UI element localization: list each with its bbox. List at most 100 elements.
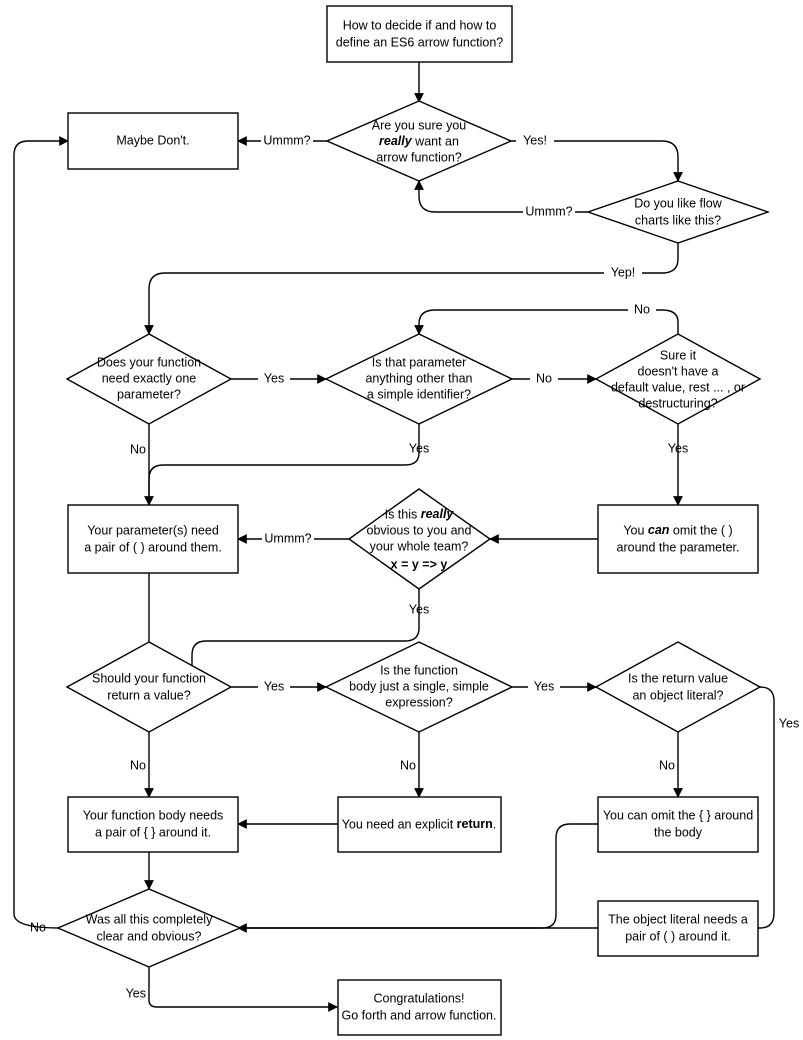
node-exactly-one-param[interactable]: Does your function need exactly one para… (65, 333, 233, 425)
node-should-return[interactable]: Should your function return a value? (65, 641, 233, 733)
edge-like-flowcharts-to-sure-want (414, 180, 588, 213)
node-omit-braces-line-0: You can omit the { } around (603, 808, 753, 822)
edge-label-exactly-one-no: No (130, 442, 146, 456)
label-bg-5 (258, 371, 290, 387)
node-object-literal[interactable]: Is the return value an object literal? (594, 641, 762, 733)
edge-label-clear-yes: Yes (126, 986, 146, 1000)
node-really-obvious-line-0: Is this really (385, 507, 455, 521)
edge-omit-braces-to-clear-and-obvious (237, 823, 598, 933)
node-like-flowcharts-line-0: Do you like flow (634, 196, 723, 210)
node-really-obvious[interactable]: Is this really obvious to you and your w… (347, 488, 492, 590)
node-maybe-dont-label: Maybe Don't. (116, 133, 189, 147)
node-really-obvious-line-1: obvious to you and (367, 523, 472, 537)
node-congratulations[interactable]: Congratulations! Go forth and arrow func… (337, 979, 502, 1036)
node-should-return-shape[interactable] (65, 641, 233, 733)
node-params-need-parens-shape[interactable] (67, 504, 239, 574)
node-single-expression-line-2: expression? (385, 695, 452, 709)
edge-label-simple-identifier-no: No (536, 371, 552, 385)
node-params-need-parens-line-0: Your parameter(s) need (87, 523, 219, 537)
node-body-needs-braces-line-0: Your function body needs (83, 808, 224, 822)
node-start-line-0: How to decide if and how to (343, 18, 497, 32)
edge-label-object-literal-yes: Yes (779, 716, 799, 730)
label-bg-4 (604, 265, 642, 281)
node-simple-identifier[interactable]: Is that parameter anything other than a … (324, 333, 514, 425)
label-bg-8 (262, 531, 314, 547)
node-sure-no-default-line-2: default value, rest ... , or (611, 380, 745, 394)
edge-layer (13, 62, 775, 1012)
node-object-literal-line-0: Is the return value (628, 671, 728, 685)
node-like-flowcharts[interactable]: Do you like flow charts like this? (585, 180, 771, 244)
node-object-literal-shape[interactable] (594, 641, 762, 733)
node-like-flowcharts-line-1: charts like this? (635, 213, 721, 227)
edge-label-really-obvious-yes: Yes (409, 602, 429, 616)
node-omit-braces-line-1: the body (654, 825, 703, 839)
edge-label-sure-want-no: Ummm? (263, 133, 310, 147)
label-bg-3 (523, 204, 575, 220)
node-single-expression-shape[interactable] (324, 641, 514, 733)
node-clear-and-obvious-line-1: clear and obvious? (97, 929, 202, 943)
node-sure-want-shape[interactable] (325, 100, 513, 182)
node-body-needs-braces[interactable]: Your function body needs a pair of { } a… (67, 796, 239, 853)
edge-label-flowcharts-no: Ummm? (525, 204, 572, 218)
node-start[interactable]: How to decide if and how to define an ES… (326, 5, 513, 63)
edge-label-simple-identifier-yes: Yes (409, 441, 429, 455)
node-sure-no-default-line-1: doesn't have a (638, 364, 719, 378)
node-clear-and-obvious-shape[interactable] (56, 888, 242, 968)
node-sure-no-default[interactable]: Sure it doesn't have a default value, re… (594, 333, 762, 425)
node-simple-identifier-line-2: a simple identifier? (367, 387, 471, 401)
node-params-need-parens[interactable]: Your parameter(s) need a pair of ( ) aro… (67, 504, 239, 574)
node-body-needs-braces-line-1: a pair of { } around it. (95, 825, 211, 839)
node-really-obvious-shape[interactable] (347, 488, 492, 590)
node-simple-identifier-shape[interactable] (324, 333, 514, 425)
node-explicit-return-label: You need an explicit return. (342, 817, 497, 831)
node-sure-want-line-2: arrow function? (376, 150, 462, 164)
edge-like-flowcharts-to-exactly-one-param (144, 243, 679, 335)
node-exactly-one-param-shape[interactable] (65, 333, 233, 425)
edge-clear-and-obvious-to-congratulations (148, 967, 338, 1012)
edge-label-exactly-one-yes: Yes (264, 371, 284, 385)
edge-label-flowcharts-yes: Yep! (611, 265, 636, 279)
node-params-need-parens-line-1: a pair of ( ) around them. (84, 540, 222, 554)
edge-label-should-return-no: No (130, 758, 146, 772)
node-object-needs-parens-shape[interactable] (597, 900, 759, 957)
edge-label-sure-no-default-no: No (634, 302, 650, 316)
node-simple-identifier-line-0: Is that parameter (372, 355, 467, 369)
node-start-shape[interactable] (326, 5, 513, 63)
node-object-literal-line-1: an object literal? (632, 688, 723, 702)
node-clear-and-obvious[interactable]: Was all this completely clear and obviou… (56, 888, 242, 968)
node-congratulations-line-1: Go forth and arrow function. (342, 1008, 497, 1022)
node-like-flowcharts-shape[interactable] (585, 180, 771, 244)
edge-simple-identifier-to-params-need-parens (148, 424, 420, 505)
node-sure-want[interactable]: Are you sure you really want an arrow fu… (325, 100, 513, 182)
node-omit-braces-shape[interactable] (597, 796, 759, 853)
node-omit-braces[interactable]: You can omit the { } around the body (597, 796, 759, 853)
node-clear-and-obvious-line-0: Was all this completely (86, 912, 213, 926)
node-single-expression[interactable]: Is the function body just a single, simp… (324, 641, 514, 733)
edge-label-layer: Ummm? Yes! Ummm? Yep! Yes No No Yes Yes … (30, 133, 799, 1000)
label-bg-9 (258, 679, 290, 695)
node-sure-no-default-line-3: destructuring? (638, 396, 717, 410)
node-object-needs-parens[interactable]: The object literal needs a pair of ( ) a… (597, 900, 759, 957)
node-body-needs-braces-shape[interactable] (67, 796, 239, 853)
node-explicit-return-shape[interactable] (337, 796, 502, 853)
node-should-return-line-1: return a value? (107, 688, 190, 702)
edge-label-single-expression-no: No (400, 758, 416, 772)
edge-clear-and-obvious-to-maybe-dont (13, 136, 69, 929)
node-object-needs-parens-line-0: The object literal needs a (608, 912, 748, 926)
node-should-return-line-0: Should your function (92, 671, 206, 685)
node-exactly-one-param-line-1: need exactly one (102, 371, 197, 385)
edge-sure-want-to-like-flowcharts (511, 140, 683, 182)
node-sure-no-default-shape[interactable] (594, 333, 762, 425)
node-maybe-dont[interactable]: Maybe Don't. (67, 112, 239, 170)
node-can-omit-parens[interactable]: You can omit the ( ) around the paramete… (597, 504, 759, 574)
node-sure-no-default-line-0: Sure it (660, 348, 697, 362)
node-simple-identifier-line-1: anything other than (365, 371, 472, 385)
node-can-omit-parens-shape[interactable] (597, 504, 759, 574)
edge-label-clear-no: No (30, 920, 46, 934)
node-explicit-return[interactable]: You need an explicit return. (337, 796, 502, 853)
node-congratulations-shape[interactable] (337, 979, 502, 1036)
edge-label-really-obvious-ummm: Ummm? (264, 531, 311, 545)
node-exactly-one-param-line-2: parameter? (117, 387, 181, 401)
node-maybe-dont-shape[interactable] (67, 112, 239, 170)
